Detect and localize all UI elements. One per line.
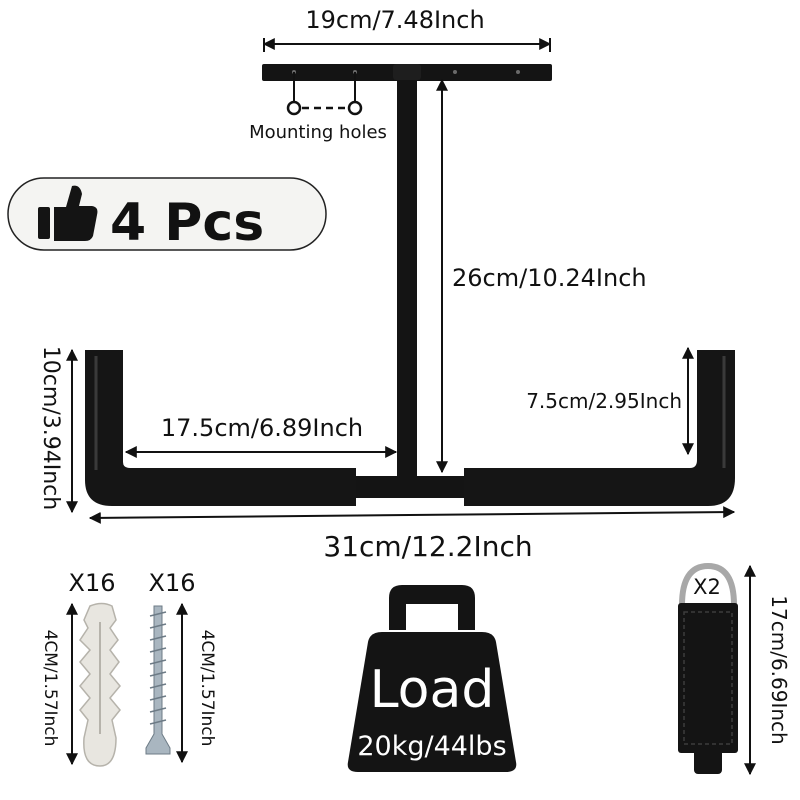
lip-height-label: 7.5cm/2.95Inch [526, 389, 682, 413]
pole-height-dimension: 26cm/10.24Inch [436, 78, 647, 474]
screw-threads [149, 611, 167, 725]
vertical-pole [397, 68, 417, 480]
top-width-dimension: 19cm/7.48Inch [262, 6, 552, 52]
top-width-label: 19cm/7.48Inch [305, 6, 484, 34]
pole-height-label: 26cm/10.24Inch [452, 264, 647, 292]
strap [678, 603, 738, 753]
load-value: 20kg/44lbs [357, 731, 506, 762]
total-width-dimension: 31cm/12.2Inch [88, 506, 736, 563]
anchor-qty-label: X16 [69, 569, 116, 597]
quantity-badge-text: 4 Pcs [110, 193, 264, 253]
screw-length-label: 4CM/1.57Inch [197, 630, 217, 747]
crossbar [350, 476, 468, 498]
screw-qty-label: X16 [149, 569, 196, 597]
load-title: Load [370, 660, 495, 720]
end-height-label: 10cm/3.94Inch [38, 346, 63, 510]
strap-qty-label: X2 [693, 575, 721, 599]
load-weight-icon: Load 20kg/44lbs [347, 585, 517, 772]
lip-height-dimension: 7.5cm/2.95Inch [526, 346, 694, 456]
anchor-length-label: 4CM/1.57Inch [40, 630, 60, 747]
screw [145, 605, 171, 755]
d-ring [679, 562, 737, 606]
wall-anchor-accessory: X16 4CM/1.57Inch [40, 569, 121, 767]
total-width-label: 31cm/12.2Inch [323, 530, 532, 563]
mounting-holes-callout: Mounting holes [249, 72, 387, 143]
thumbs-up-icon [38, 185, 98, 241]
screw-accessory: X16 4CM/1.57Inch [145, 569, 217, 764]
strap-stitching [683, 611, 733, 745]
strap-accessory: X2 17cm/6.69Inch [678, 562, 791, 776]
right-padded-arm [464, 350, 735, 506]
ceiling-hanger [85, 64, 735, 506]
end-height-dimension: 10cm/3.94Inch [38, 346, 78, 514]
pole-collar [393, 64, 421, 80]
mounting-holes-label: Mounting holes [249, 122, 387, 143]
strap-loop [694, 748, 722, 774]
arm-length-dimension: 17.5cm/6.89Inch [124, 414, 398, 458]
strap-length-label: 17cm/6.69Inch [767, 595, 791, 744]
quantity-badge: 4 Pcs [7, 177, 327, 253]
left-padded-arm [85, 350, 356, 506]
arm-length-label: 17.5cm/6.89Inch [161, 414, 363, 442]
